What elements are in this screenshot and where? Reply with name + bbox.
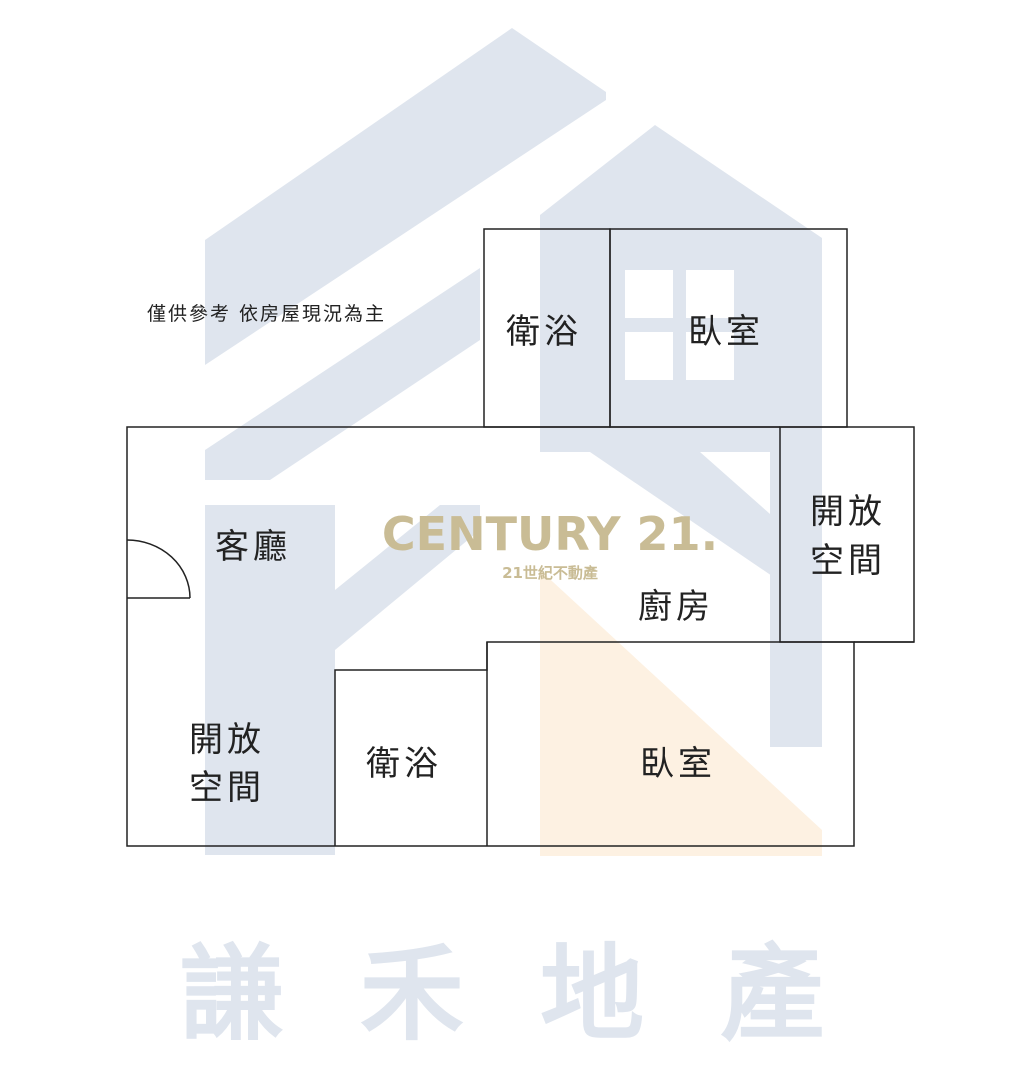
room-bedroom-top: 臥室 xyxy=(688,312,764,352)
room-open-right-1: 開放 xyxy=(810,492,886,532)
century21-logo: CENTURY 21. xyxy=(382,507,718,561)
room-kitchen: 廚房 xyxy=(638,587,714,627)
room-open-left-2: 空間 xyxy=(189,768,265,808)
room-open-left-1: 開放 xyxy=(189,720,265,760)
walls xyxy=(126,228,915,847)
room-bedroom-bottom: 臥室 xyxy=(640,744,716,784)
room-bath-bottom: 衛浴 xyxy=(366,744,442,784)
room-bath-top: 衛浴 xyxy=(506,312,582,352)
company-watermark: 謙 禾 地 產 xyxy=(180,933,845,1055)
room-living: 客廳 xyxy=(215,527,291,567)
disclaimer-note: 僅供參考 依房屋現況為主 xyxy=(147,303,386,325)
house-watermark xyxy=(205,28,822,855)
room-open-right-2: 空間 xyxy=(810,541,886,581)
century21-sublogo: 21世紀不動產 xyxy=(502,564,598,582)
door-swing xyxy=(126,539,191,599)
window-watermark xyxy=(625,270,734,380)
